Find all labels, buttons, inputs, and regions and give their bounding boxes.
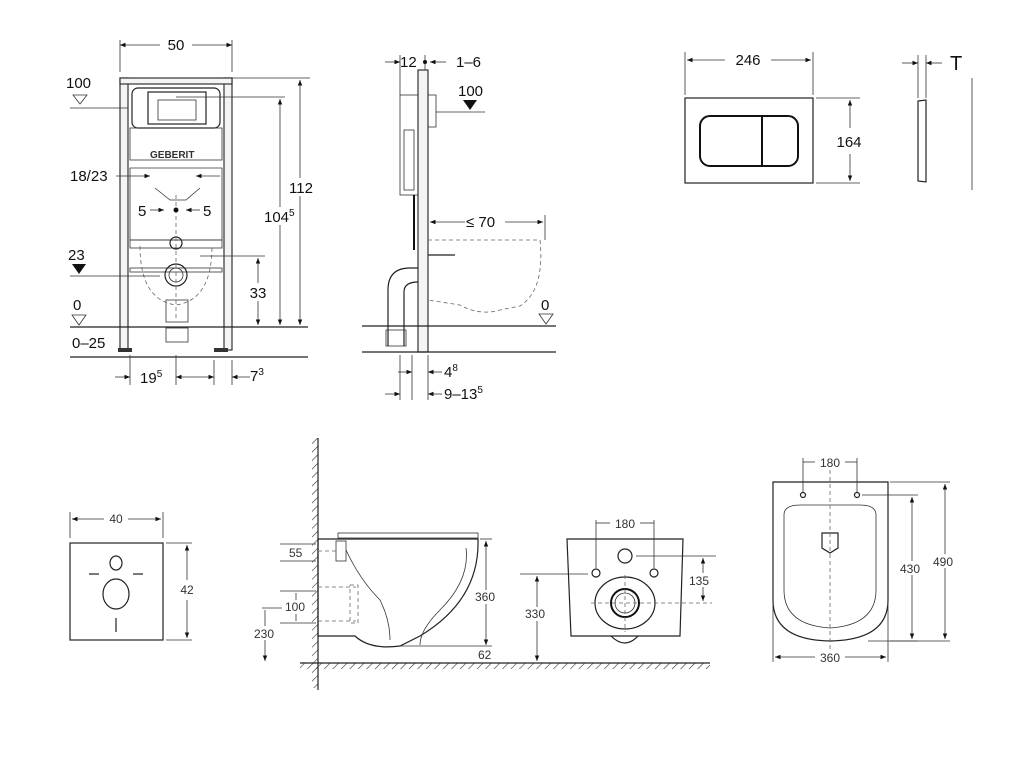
dim-range-9-13-5: 9–135 <box>444 385 483 403</box>
adjust-range-0-25: 0–25 <box>72 335 105 352</box>
dim-180-top: 180 <box>820 456 840 470</box>
frame-post-right <box>223 77 233 351</box>
level-0-label: 0 <box>73 297 81 314</box>
dim-330: 330 <box>525 607 545 621</box>
dim-depth-4-8: 48 <box>444 363 458 381</box>
flush-plate-view: 246 164 T <box>684 52 973 190</box>
bowl-outline <box>427 239 542 313</box>
dim-360-width: 360 <box>820 651 840 665</box>
dim-max-70: ≤ 70 <box>466 214 495 231</box>
frame-side-profile <box>417 69 429 353</box>
dim-range-1-6: 1–6 <box>456 54 481 71</box>
dim-490: 490 <box>933 555 953 569</box>
dim-width-50: 50 <box>168 37 185 54</box>
dim-360-height: 360 <box>475 590 495 604</box>
brand-logo: GEBERIT <box>150 150 194 161</box>
dim-430: 430 <box>900 562 920 576</box>
bowl-side-view: 55 100 230 360 62 <box>254 438 710 690</box>
sound-pad <box>69 542 164 641</box>
bowl-back-outline <box>566 538 684 637</box>
flush-buttons <box>699 115 799 167</box>
level-23-label: 23 <box>68 247 85 264</box>
dim-flush-pipe-18-23: 18/23 <box>70 168 108 185</box>
bowl-top-view: 180 430 490 360 <box>772 456 958 665</box>
dim-62: 62 <box>478 648 492 662</box>
dim-foot-7-3: 73 <box>250 367 264 385</box>
dim-thickness-t: T <box>950 53 962 75</box>
dim-pad-width-40: 40 <box>109 512 123 526</box>
dim-depth-12: 12 <box>400 54 417 71</box>
flush-plate-profile <box>917 99 927 183</box>
sound-pad-view: 40 42 <box>69 512 194 641</box>
flush-plate <box>684 97 814 184</box>
dim-pad-height-42: 42 <box>180 583 194 597</box>
frame-post-left <box>119 77 129 351</box>
dim-plate-height-164: 164 <box>836 134 861 151</box>
dim-height-33: 33 <box>250 285 267 302</box>
dim-height-112: 112 <box>289 180 313 197</box>
dim-230: 230 <box>254 627 274 641</box>
dim-55: 55 <box>289 546 303 560</box>
frame-front-view: GEBERIT 50 100 18/23 5 5 <box>66 37 316 387</box>
frame-side-view: 12 1–6 100 ≤ 70 0 48 9–135 <box>362 54 556 403</box>
bowl-top-outline <box>772 481 889 642</box>
level-100-label-side: 100 <box>458 83 483 100</box>
dim-180-back: 180 <box>615 517 635 531</box>
dim-offset-right-5: 5 <box>203 203 211 220</box>
dim-135: 135 <box>689 574 709 588</box>
level-100-label: 100 <box>66 75 91 92</box>
bowl-back-view: 180 135 330 <box>520 517 716 661</box>
level-0-label-side: 0 <box>541 297 549 314</box>
dim-height-104-5: 1045 <box>264 208 295 226</box>
bowl-outline <box>317 538 479 648</box>
dim-plate-width-246: 246 <box>735 52 760 69</box>
dim-offset-left-5: 5 <box>138 203 146 220</box>
dim-foot-19-5: 195 <box>140 369 163 387</box>
dim-100: 100 <box>285 600 305 614</box>
